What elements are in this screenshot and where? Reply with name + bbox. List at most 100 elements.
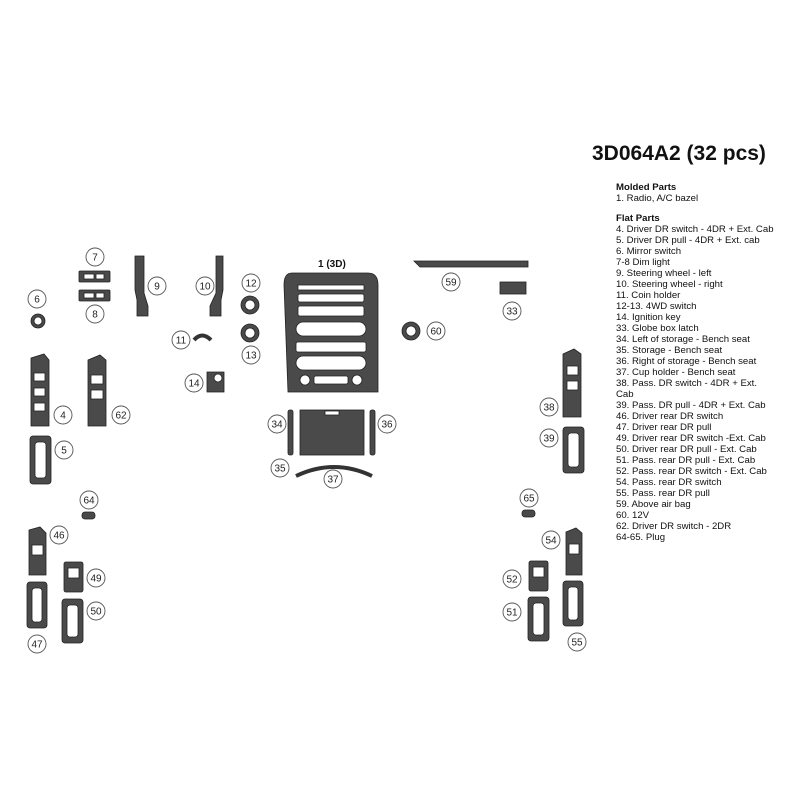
svg-text:64: 64 <box>83 496 95 507</box>
callout-47: 47 <box>27 634 47 654</box>
svg-text:54: 54 <box>545 536 557 547</box>
callout-14: 14 <box>184 373 204 393</box>
callout-55: 55 <box>567 632 587 652</box>
part-60-12v <box>401 321 421 341</box>
part-62-driver-dr-switch-2dr <box>87 354 107 427</box>
part-12-4wd-switch <box>240 295 260 315</box>
svg-text:12: 12 <box>245 279 257 290</box>
part-39-pass-dr-pull <box>562 426 585 474</box>
part-55-pass-rear-dr-pull <box>562 580 584 627</box>
legend-item: 46. Driver rear DR switch <box>616 411 724 422</box>
svg-text:47: 47 <box>31 640 43 651</box>
part-35-storage-latch <box>324 410 340 416</box>
kit-title: 3D064A2 (32 pcs) <box>592 142 766 165</box>
part-59-above-air-bag <box>413 260 529 268</box>
svg-text:50: 50 <box>90 607 102 618</box>
part-49-driver-rear-dr-switch-ext-cab <box>63 561 84 593</box>
part-37-cup-holder <box>295 465 373 478</box>
legend-item: 62. Driver DR switch - 2DR <box>616 521 732 532</box>
molded-parts-header: Molded Parts <box>616 182 677 193</box>
part-33-globe-box-latch <box>499 281 527 295</box>
part-9-steering-wheel-left <box>134 255 149 317</box>
callout-11: 11 <box>171 330 191 350</box>
callout-39: 39 <box>539 428 559 448</box>
svg-text:34: 34 <box>271 420 283 431</box>
legend-item: 34. Left of storage - Bench seat <box>616 334 750 345</box>
part-8-dim-light <box>78 289 111 302</box>
svg-text:37: 37 <box>327 475 339 486</box>
callout-13: 13 <box>241 345 261 365</box>
legend-item: 14. Ignition key <box>616 312 681 323</box>
svg-text:46: 46 <box>53 531 65 542</box>
part-65-plug <box>521 509 536 518</box>
callout-4: 4 <box>53 405 73 425</box>
callout-10: 10 <box>195 276 215 296</box>
callout-7: 7 <box>85 247 105 267</box>
parts-legend: Molded Parts 1. Radio, A/C bazel Flat Pa… <box>616 182 796 543</box>
callout-8: 8 <box>85 304 105 324</box>
svg-text:6: 6 <box>34 295 40 306</box>
callout-33: 33 <box>502 301 522 321</box>
svg-text:13: 13 <box>245 351 257 362</box>
part-14-ignition-key <box>206 371 225 393</box>
part-46-driver-rear-dr-switch <box>28 526 47 576</box>
svg-text:39: 39 <box>543 434 555 445</box>
legend-item: 35. Storage - Bench seat <box>616 345 723 356</box>
legend-item: 38. Pass. DR switch - 4DR + Ext. Cab <box>616 378 758 400</box>
part-34-left-of-storage <box>287 409 294 456</box>
callout-60: 60 <box>426 321 446 341</box>
legend-item: 1. Radio, A/C bazel <box>616 193 699 204</box>
svg-text:62: 62 <box>115 411 127 422</box>
callout-35: 35 <box>270 458 290 478</box>
callout-62: 62 <box>111 405 131 425</box>
callout-65: 65 <box>519 488 539 508</box>
legend-item: 55. Pass. rear DR pull <box>616 488 710 499</box>
part-35-storage <box>299 409 365 456</box>
legend-item: 10. Steering wheel - right <box>616 279 723 290</box>
callout-37: 37 <box>323 469 343 489</box>
part-11-coin-holder <box>192 333 213 342</box>
part-4-driver-dr-switch <box>30 353 50 427</box>
legend-item: 33. Globe box latch <box>616 323 699 334</box>
svg-text:38: 38 <box>543 403 555 414</box>
legend-item: 11. Coin holder <box>616 290 681 301</box>
part-10-steering-wheel-right <box>209 255 224 317</box>
svg-text:49: 49 <box>90 574 102 585</box>
part-47-driver-rear-dr-pull <box>26 581 48 629</box>
callout-49: 49 <box>86 568 106 588</box>
svg-text:4: 4 <box>60 411 66 422</box>
legend-item: 60. 12V <box>616 510 650 521</box>
legend-item: 64-65. Plug <box>616 532 666 543</box>
part-38-pass-dr-switch <box>562 348 582 418</box>
part-52-pass-rear-dr-switch-ext-cab <box>528 560 549 592</box>
callout-34: 34 <box>267 414 287 434</box>
part-51-pass-rear-dr-pull-ext-cab <box>527 596 550 642</box>
svg-text:35: 35 <box>274 464 286 475</box>
svg-text:8: 8 <box>92 310 98 321</box>
legend-item: 37. Cup holder - Bench seat <box>616 367 736 378</box>
callout-59: 59 <box>441 272 461 292</box>
callout-52: 52 <box>502 569 522 589</box>
callout-54: 54 <box>541 530 561 550</box>
svg-text:33: 33 <box>506 307 518 318</box>
svg-text:11: 11 <box>176 336 187 347</box>
part-6-mirror-switch <box>30 313 46 329</box>
callout-6: 6 <box>27 289 47 309</box>
callout-36: 36 <box>377 414 397 434</box>
part-54-pass-rear-dr-switch <box>565 527 583 576</box>
callout-9: 9 <box>147 276 167 296</box>
svg-text:59: 59 <box>445 278 457 289</box>
legend-item: 9. Steering wheel - left <box>616 268 712 279</box>
legend-item: 12-13. 4WD switch <box>616 301 697 312</box>
part-7-dim-light <box>78 270 111 283</box>
legend-item: 49. Driver rear DR switch -Ext. Cab <box>616 433 766 444</box>
part-36-right-of-storage <box>369 409 376 456</box>
callout-64: 64 <box>79 490 99 510</box>
part-64-plug <box>81 511 96 520</box>
flat-parts-header: Flat Parts <box>616 213 660 224</box>
part-1-radio-ac-bezel <box>283 272 379 393</box>
legend-item: 5. Driver DR pull - 4DR + Ext. cab <box>616 235 760 246</box>
legend-item: 4. Driver DR switch - 4DR + Ext. Cab <box>616 224 774 235</box>
